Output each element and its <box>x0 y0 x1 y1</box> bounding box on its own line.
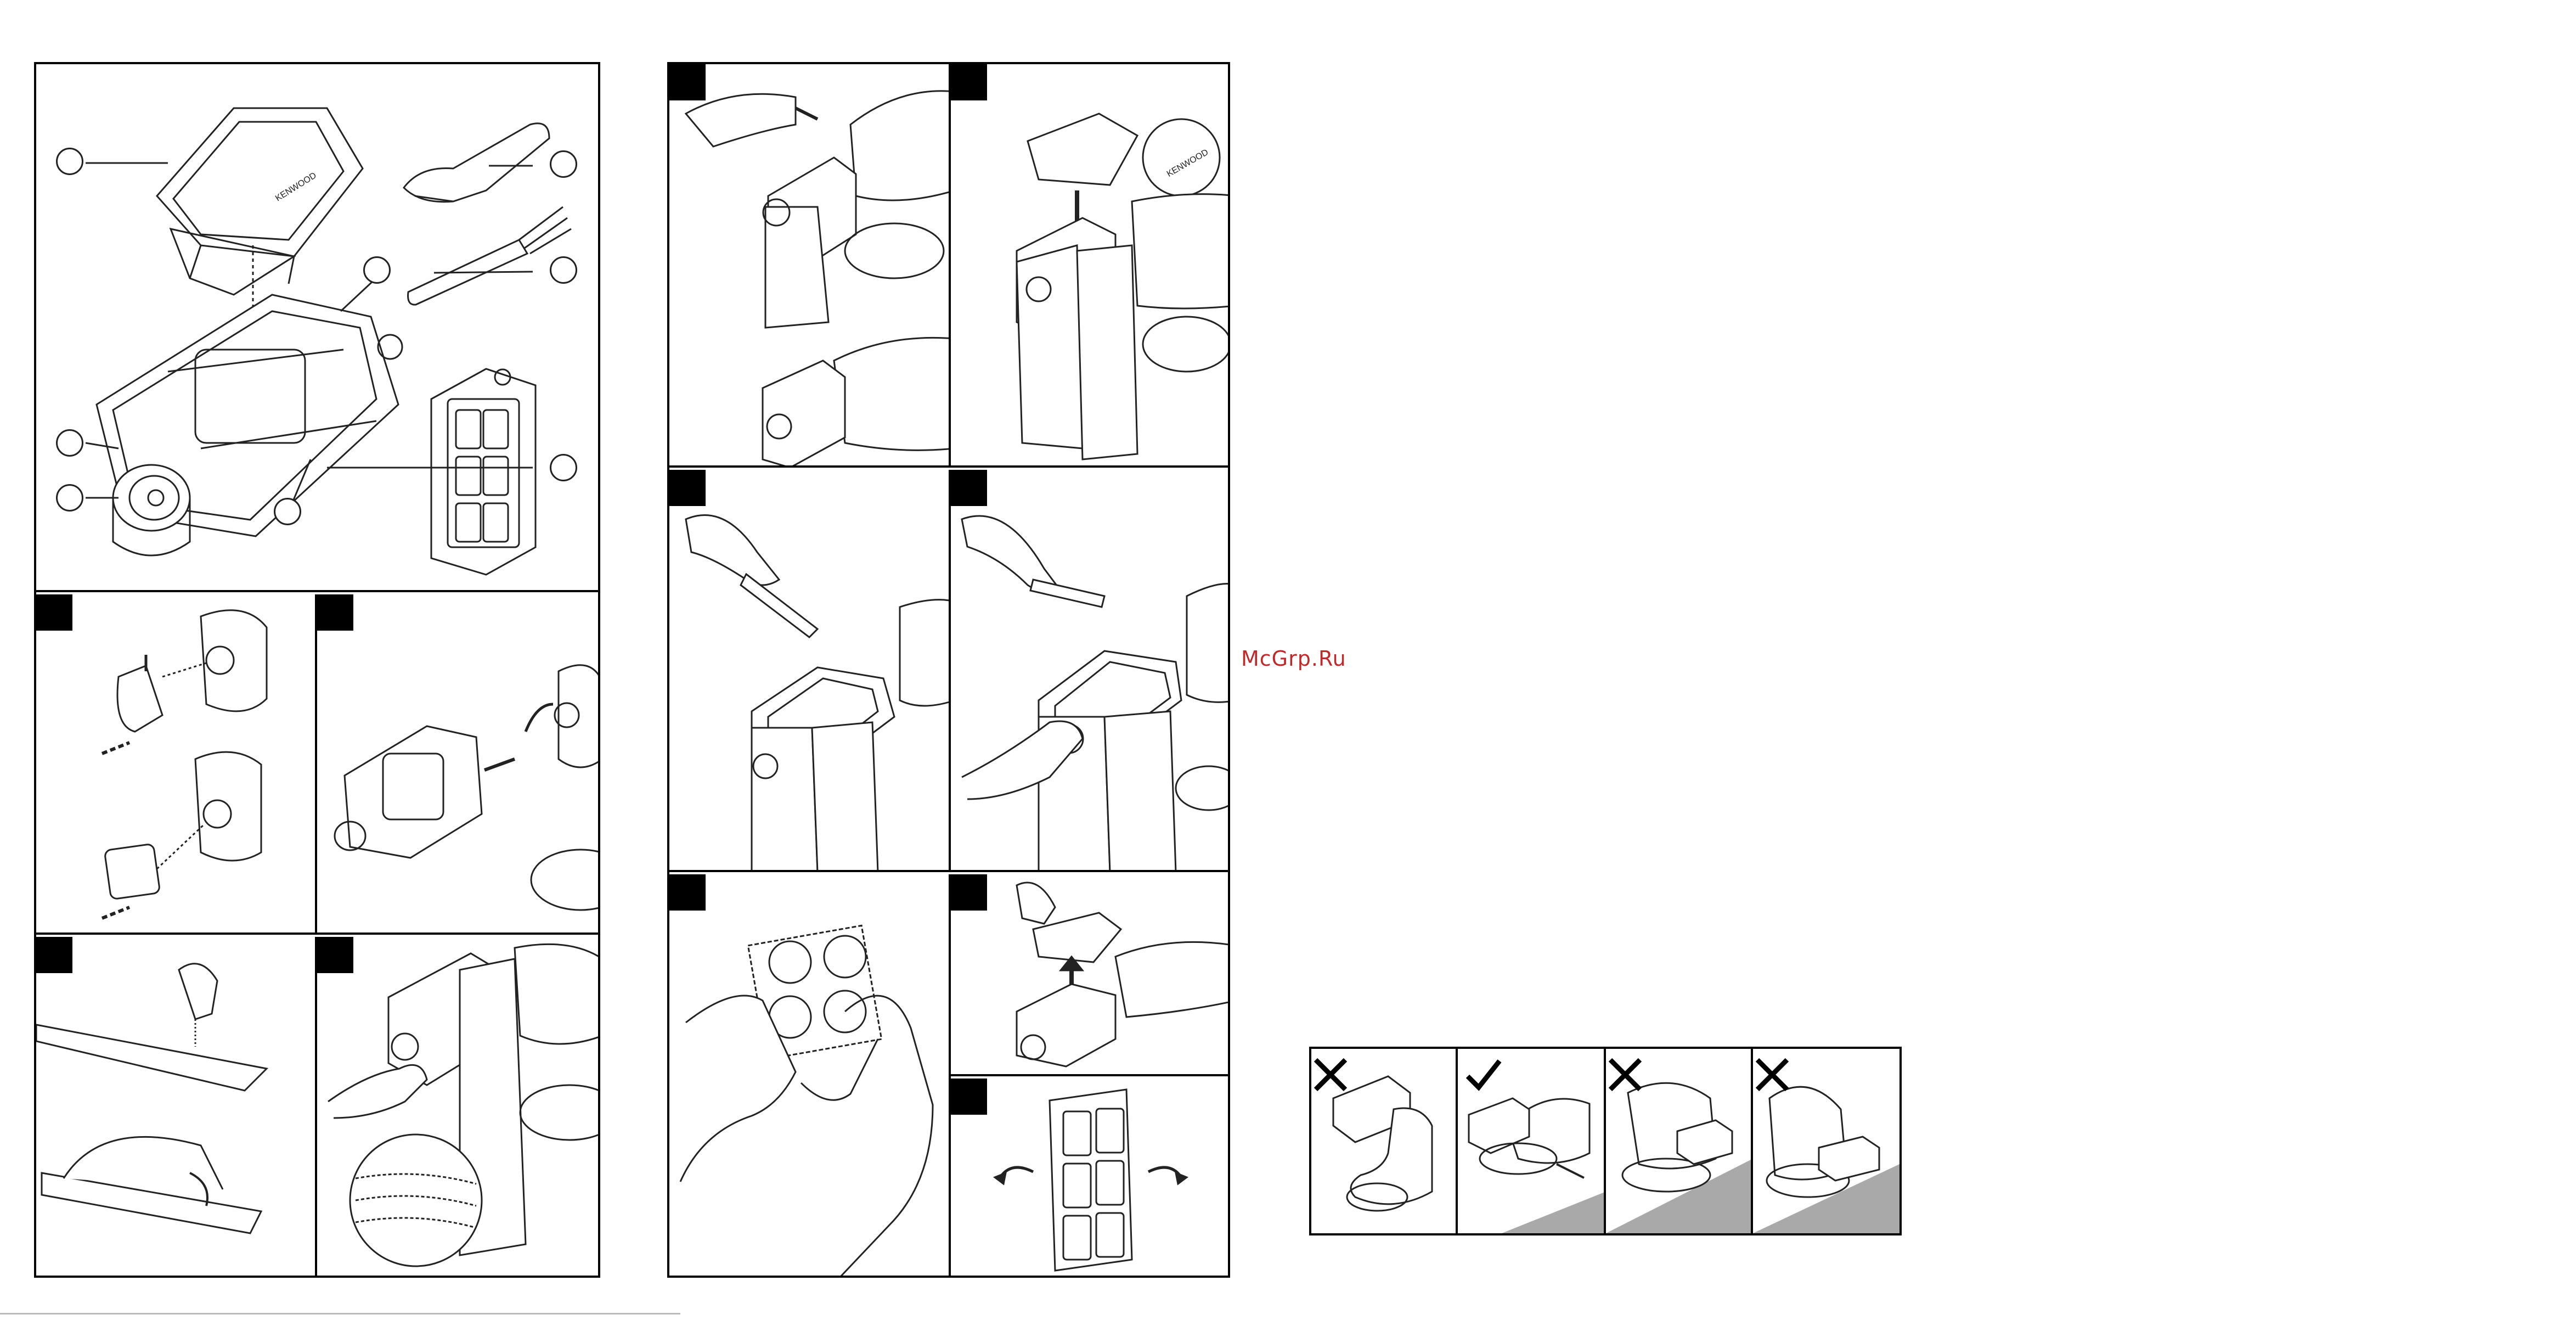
spatula-part <box>404 123 549 202</box>
bottom-rule <box>0 1313 680 1315</box>
step-feed-sheet-cell <box>317 937 598 1278</box>
strip-cell-incorrect <box>1311 1049 1458 1233</box>
hopper-part <box>157 108 363 295</box>
cut-ravioli-drawing <box>669 874 951 1278</box>
strip-cell-correct <box>1458 1049 1606 1233</box>
callout-marker <box>274 498 301 525</box>
cleaning-brush-part <box>408 207 571 305</box>
check-mark-icon <box>1464 1055 1503 1094</box>
callout-marker <box>363 256 391 284</box>
step-cut-ravioli-cell <box>669 874 951 1278</box>
adjust-knob-part <box>113 465 190 555</box>
fold-sheet-drawing <box>36 937 317 1278</box>
callout-marker <box>550 150 577 178</box>
strip-cell-incorrect <box>1606 1049 1753 1233</box>
cutter-frame-part <box>431 369 536 575</box>
callout-marker <box>56 484 83 512</box>
correct-position-strip <box>1309 1047 1902 1235</box>
add-filling-drawing <box>669 470 951 872</box>
watermark-text: McGrp.Ru <box>1241 647 1346 671</box>
callout-marker <box>550 454 577 481</box>
strip-cell-incorrect <box>1753 1049 1899 1233</box>
remove-hopper-drawing <box>951 874 1230 1076</box>
step-fold-sheet-cell <box>36 937 317 1278</box>
clean-frame-drawing <box>951 1079 1230 1278</box>
place-sheet-drawing <box>669 64 951 468</box>
fit-roller-drawing <box>317 594 598 935</box>
step-fit-hopper-cell: KENWOOD <box>951 64 1230 468</box>
step-turn-knob-cell <box>951 470 1230 872</box>
step-remove-hopper-cell <box>951 874 1230 1076</box>
step-place-sheet-cell <box>669 64 951 468</box>
parts-drawing: KENWOOD <box>36 64 598 592</box>
cross-mark-icon <box>1606 1055 1644 1094</box>
callout-marker <box>56 148 83 175</box>
remove-covers-drawing <box>36 594 317 935</box>
callout-marker <box>550 256 577 284</box>
cross-mark-icon <box>1311 1055 1350 1094</box>
turn-knob-drawing <box>951 470 1230 872</box>
step-clean-frame-cell <box>951 1079 1230 1278</box>
left-illustration-panel: KENWOOD <box>34 62 600 1278</box>
cross-mark-icon <box>1753 1055 1791 1094</box>
step-fit-roller-cell <box>317 594 598 935</box>
step-add-filling-cell <box>669 470 951 872</box>
step-remove-covers-cell <box>36 594 317 935</box>
parts-overview-cell: KENWOOD <box>36 64 598 592</box>
callout-marker <box>56 429 83 457</box>
feed-sheet-drawing <box>317 937 598 1278</box>
middle-illustration-panel: KENWOOD <box>667 62 1230 1278</box>
fit-hopper-drawing: KENWOOD <box>951 64 1230 468</box>
